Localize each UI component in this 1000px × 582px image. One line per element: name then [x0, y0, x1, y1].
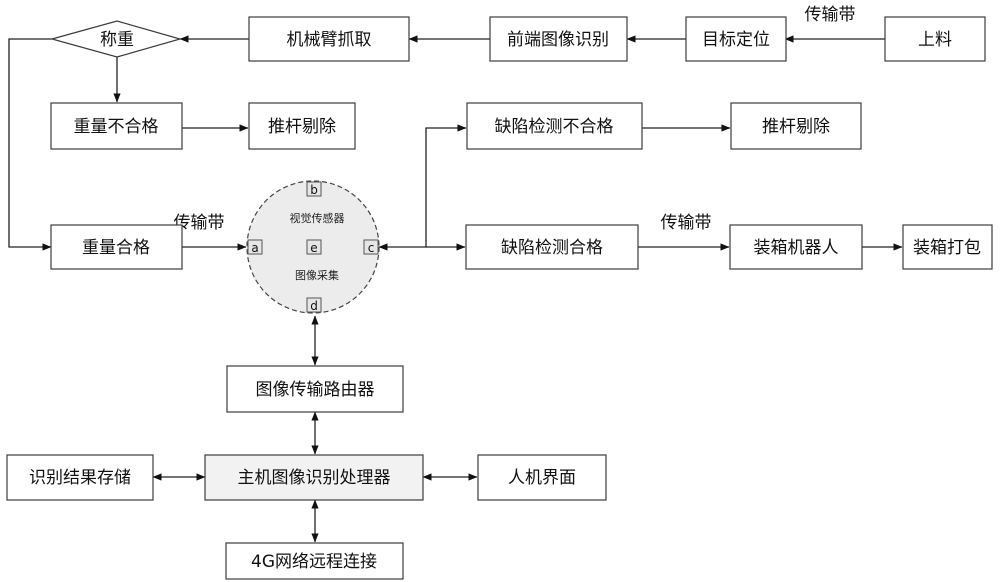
- node-feeding: 上料: [884, 16, 986, 62]
- svg-text:缺陷检测不合格: 缺陷检测不合格: [495, 117, 614, 137]
- svg-text:推杆剔除: 推杆剔除: [762, 117, 830, 137]
- svg-text:c: c: [368, 241, 375, 255]
- svg-text:图像传输路由器: 图像传输路由器: [256, 380, 375, 400]
- node-weighing: 称重: [49, 20, 183, 58]
- svg-text:重量不合格: 重量不合格: [74, 117, 159, 137]
- node-target-locate: 目标定位: [685, 16, 787, 62]
- sensor-port-d: d: [306, 297, 322, 313]
- node-weight-pass: 重量合格: [50, 224, 183, 270]
- node-host-processor: 主机图像识别处理器: [204, 454, 424, 501]
- node-boxing-pack: 装箱打包: [902, 224, 993, 270]
- node-hmi: 人机界面: [477, 454, 607, 501]
- svg-text:d: d: [310, 299, 318, 313]
- svg-text:a: a: [251, 241, 258, 255]
- sensor-port-c: c: [363, 239, 379, 255]
- edge-sensor-to-defect-fail: [425, 124, 467, 247]
- svg-text:e: e: [310, 241, 317, 255]
- sensor-title: 视觉传感器: [290, 211, 345, 225]
- svg-text:装箱机器人: 装箱机器人: [754, 238, 839, 258]
- sensor-subtitle: 图像采集: [295, 268, 339, 282]
- node-remote-4g: 4G网络远程连接: [225, 542, 404, 580]
- node-boxing-robot: 装箱机器人: [729, 224, 863, 270]
- node-arm-grab: 机械臂抓取: [248, 16, 410, 62]
- sensor-port-b: b: [306, 181, 322, 197]
- node-push-reject-2: 推杆剔除: [730, 102, 862, 150]
- sensor-port-e: e: [306, 239, 322, 255]
- node-push-reject-1: 推杆剔除: [248, 102, 356, 150]
- svg-text:4G网络远程连接: 4G网络远程连接: [251, 552, 377, 572]
- label-left-conveyor: 传输带: [174, 213, 225, 233]
- label-right-conveyor: 传输带: [661, 213, 712, 233]
- svg-text:前端图像识别: 前端图像识别: [507, 30, 609, 50]
- svg-text:重量合格: 重量合格: [82, 238, 150, 258]
- edges: [8, 35, 903, 543]
- svg-text:机械臂抓取: 机械臂抓取: [287, 30, 372, 50]
- sensor-port-a: a: [247, 239, 263, 255]
- svg-text:识别结果存储: 识别结果存储: [29, 468, 131, 488]
- label-top-conveyor: 传输带: [805, 5, 856, 25]
- node-image-router: 图像传输路由器: [226, 365, 404, 413]
- node-defect-pass: 缺陷检测合格: [465, 224, 639, 270]
- svg-text:称重: 称重: [100, 30, 134, 50]
- vision-sensor: 视觉传感器 图像采集 b a e c d: [246, 180, 380, 314]
- svg-text:上料: 上料: [918, 30, 952, 50]
- svg-text:缺陷检测合格: 缺陷检测合格: [501, 238, 603, 258]
- svg-text:装箱打包: 装箱打包: [913, 238, 981, 258]
- svg-text:目标定位: 目标定位: [702, 30, 770, 50]
- node-defect-fail: 缺陷检测不合格: [466, 102, 643, 150]
- svg-text:b: b: [310, 183, 318, 197]
- svg-text:人机界面: 人机界面: [508, 468, 576, 488]
- node-result-storage: 识别结果存储: [6, 454, 154, 501]
- svg-text:推杆剔除: 推杆剔除: [268, 117, 336, 137]
- svg-text:主机图像识别处理器: 主机图像识别处理器: [238, 468, 391, 488]
- node-weight-fail: 重量不合格: [50, 102, 183, 150]
- edge-weighing-to-weight-pass: [8, 38, 52, 251]
- node-front-recognition: 前端图像识别: [489, 16, 628, 62]
